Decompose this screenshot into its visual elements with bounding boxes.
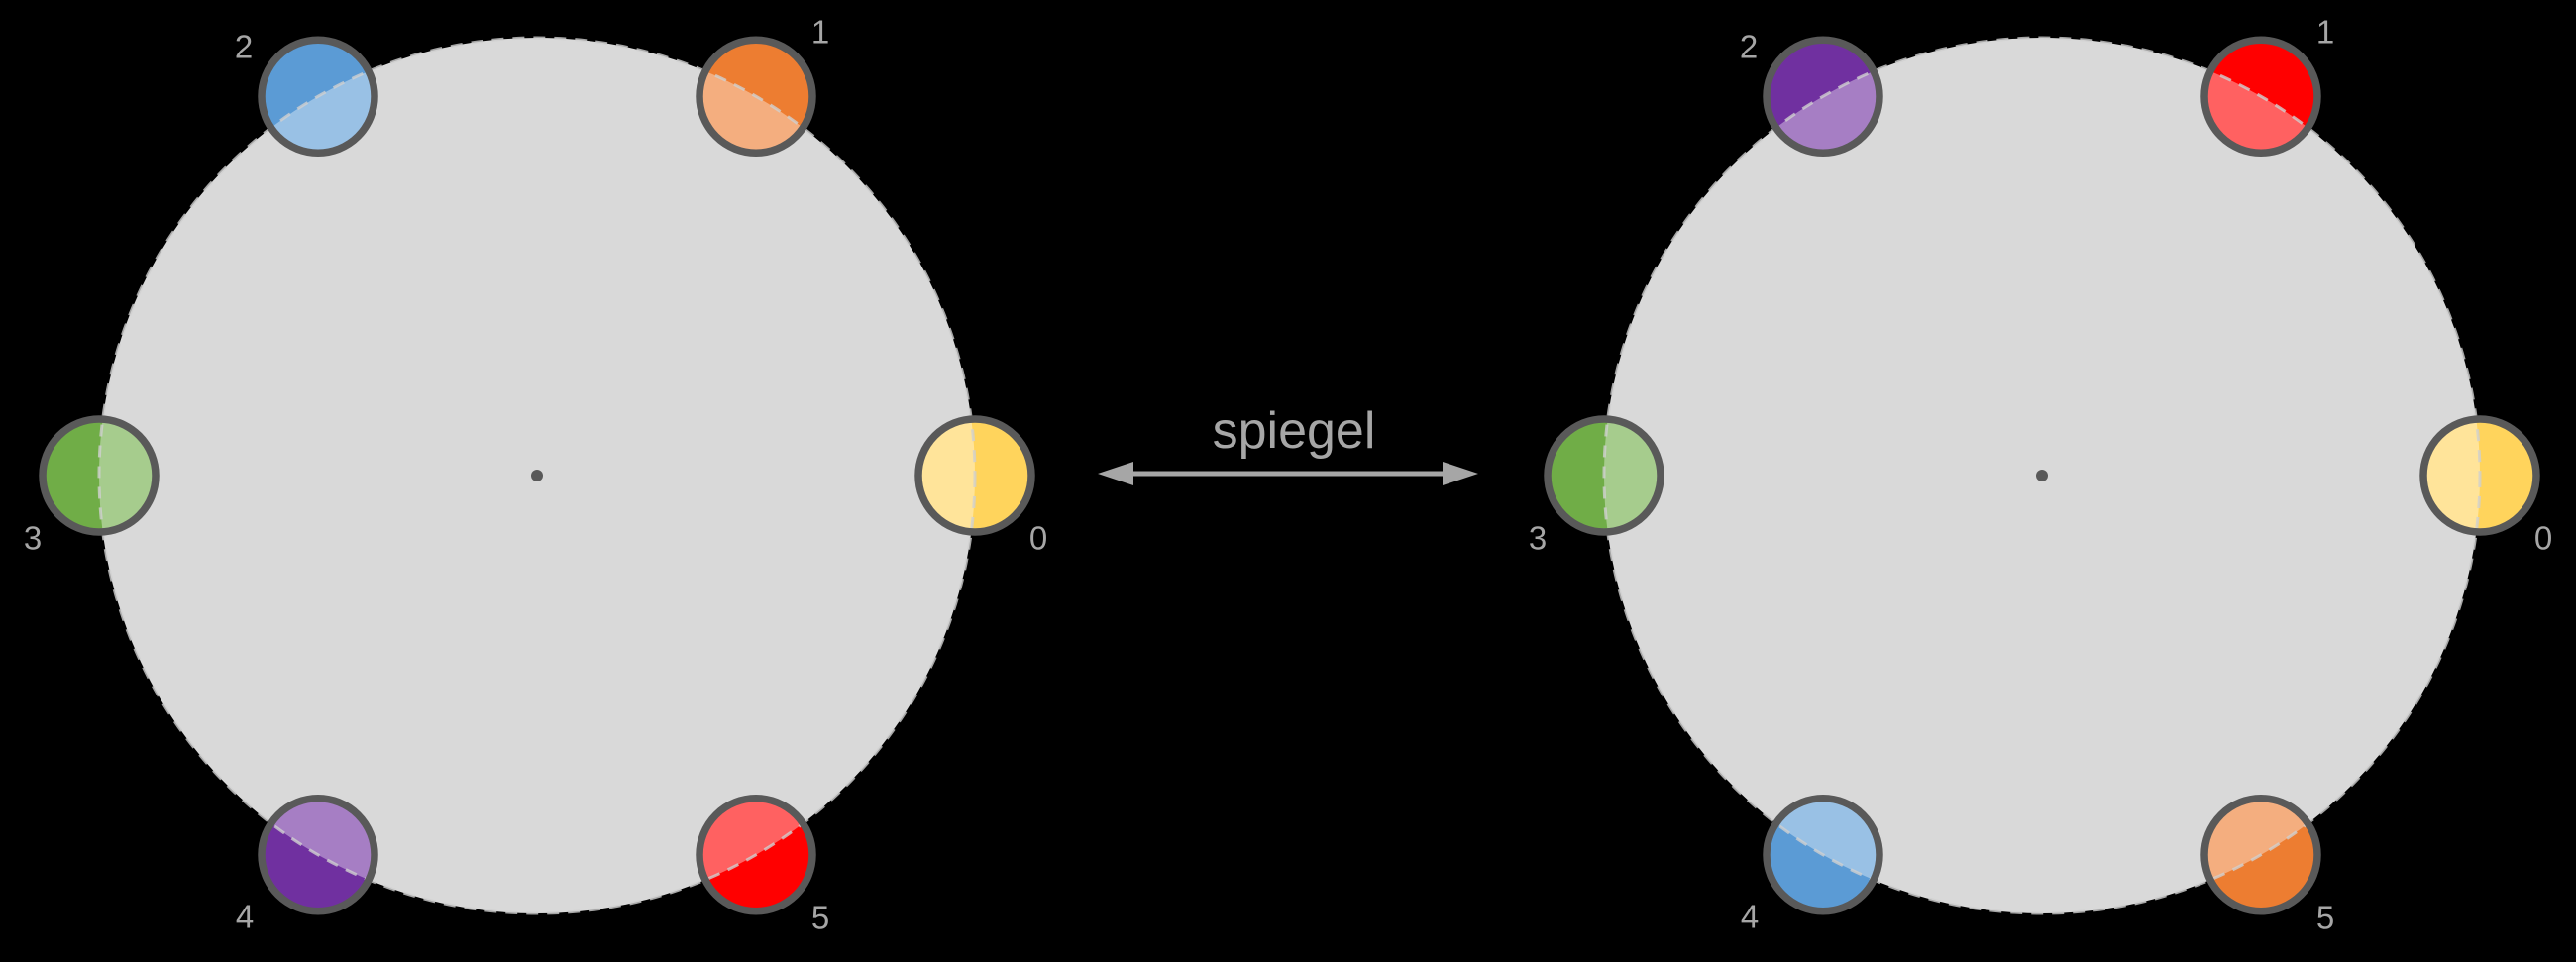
right-wheel-node-5-outline (2200, 795, 2321, 915)
right-wheel-node-2-outline (1763, 36, 1883, 157)
node-inner-lighten (2425, 421, 2480, 530)
left-wheel-node-2-label: 2 (235, 29, 253, 65)
right-wheel-node-0-label: 0 (2534, 520, 2552, 557)
right-wheel-node-3-label: 3 (1529, 520, 1547, 557)
right-wheel-node-5-label: 5 (2316, 899, 2334, 935)
right-wheel: 0 1 2 3 4 5 (1529, 14, 2552, 936)
right-wheel-dashed-rim (1602, 36, 2482, 915)
right-wheel-node-3-outline (1544, 415, 1664, 536)
left-wheel-node-2-outline (258, 36, 378, 157)
right-wheel-node-1-label: 1 (2316, 14, 2334, 51)
arrowhead-left-icon (1098, 462, 1133, 485)
right-wheel-node-2-label: 2 (1740, 29, 1758, 65)
arrow-label: spiegel (1213, 402, 1376, 460)
left-wheel-node-5-outline (696, 795, 816, 915)
left-wheel-node-3-label: 3 (24, 520, 42, 557)
right-wheel-center-dot (2036, 470, 2048, 481)
right-wheel-node-1-outline (2200, 36, 2321, 157)
left-wheel-node-0-label: 0 (1029, 520, 1047, 557)
node-inner-lighten (99, 421, 154, 530)
arrowhead-right-icon (1443, 462, 1478, 485)
left-wheel-node-5-label: 5 (811, 899, 829, 935)
right-wheel-node-0-outline (2419, 415, 2540, 536)
spiegel-arrow: spiegel (1098, 402, 1478, 485)
right-wheel-node-4-label: 4 (1741, 898, 1759, 934)
left-wheel-node-4-outline (258, 795, 378, 915)
left-wheel-node-0-outline (914, 415, 1035, 536)
left-wheel-node-1-outline (696, 36, 816, 157)
left-wheel-dashed-rim (97, 36, 977, 915)
node-inner-lighten (920, 421, 975, 530)
left-wheel-node-3-outline (39, 415, 160, 536)
left-wheel-node-4-label: 4 (236, 898, 254, 934)
left-wheel-node-1-label: 1 (811, 14, 829, 51)
right-wheel-node-4-outline (1763, 795, 1883, 915)
node-inner-lighten (1604, 421, 1659, 530)
left-wheel-center-dot (531, 470, 543, 481)
left-wheel: 0 1 2 3 4 5 (24, 14, 1047, 936)
